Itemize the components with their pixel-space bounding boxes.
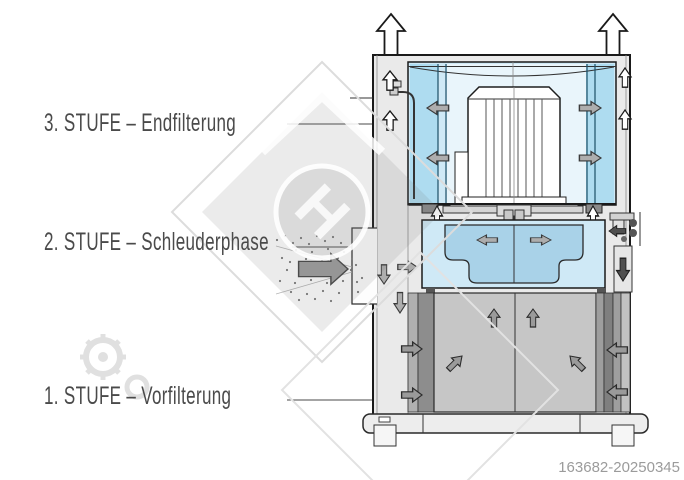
stage-3-label: 3. STUFE – Endfilterung [44,109,237,137]
fan-motor [449,86,579,212]
stage-2-centrifuge-section [421,219,606,298]
watermark-id-number: 163682-20250345 [558,459,680,476]
stage-2-label: 2. STUFE – Schleuderphase [44,228,269,256]
stage-1-label: 1. STUFE – Vorfilterung [44,382,232,410]
machine-foot [611,424,635,447]
exhaust-up-arrow-icon [376,13,406,57]
dust-discharge [608,212,641,293]
stage-3-filter-section [382,61,632,212]
exhaust-up-arrow-icon [598,13,628,57]
machine-foot [373,424,397,447]
base-frame [362,413,649,447]
